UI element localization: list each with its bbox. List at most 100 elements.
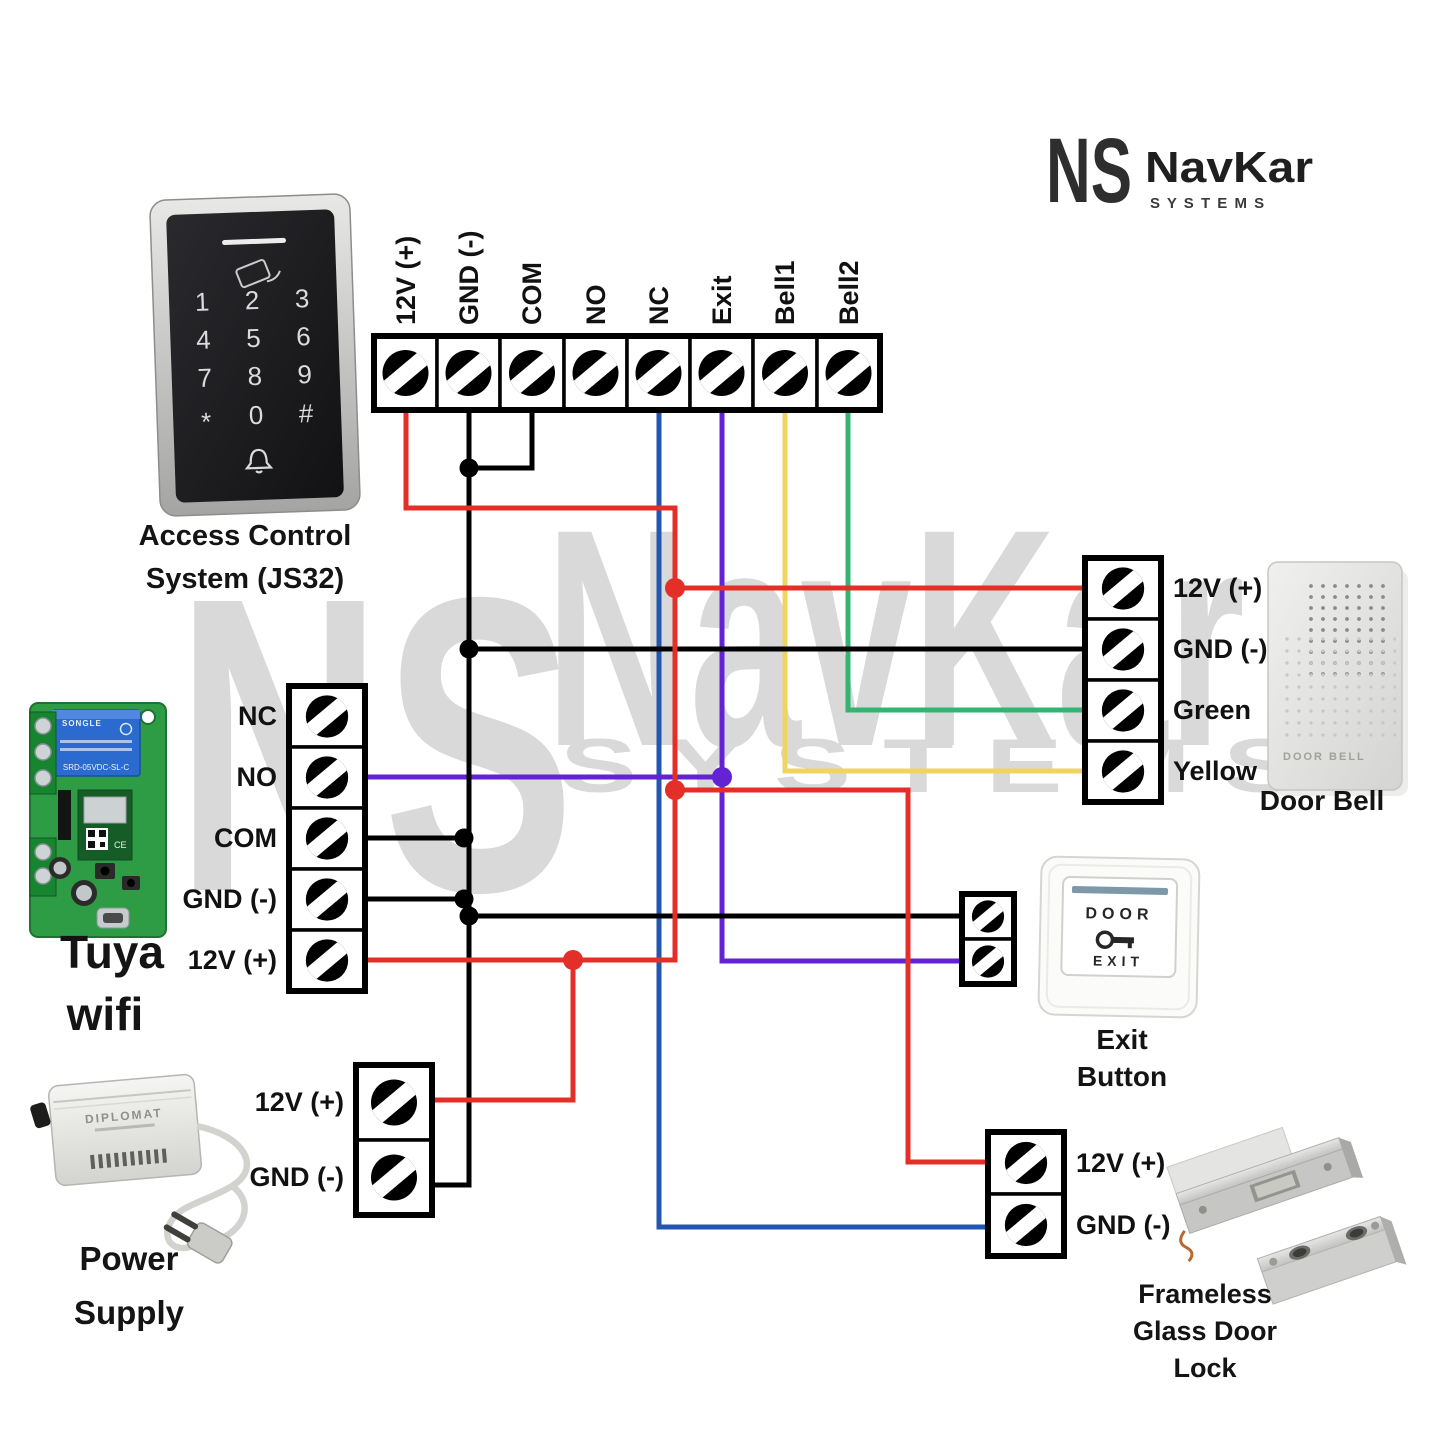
glass-lock-caption-3: Lock <box>1173 1353 1237 1383</box>
glass-lock-caption-2: Glass Door <box>1133 1316 1278 1346</box>
ul-mark-icon <box>119 722 133 736</box>
wire-black-com-jumper <box>469 410 535 471</box>
terminal-label: 12V (+) <box>255 1087 344 1117</box>
terminal-label: GND (-) <box>1076 1210 1170 1240</box>
psu-vents <box>90 1148 167 1170</box>
lock-strike-plate <box>1256 1215 1407 1305</box>
wire-green-bell2 <box>845 410 1085 713</box>
logo-systems: S Y S T E M S <box>1150 195 1266 212</box>
tuya-wifi-module-photo: SONGLE SRD-05VDC-SL-C CE <box>29 702 167 938</box>
keypad-key: 1 <box>194 287 210 317</box>
terminal-label: 12V (+) <box>1076 1148 1165 1178</box>
mounting-hole <box>140 709 156 725</box>
keypad-key: 8 <box>247 361 263 391</box>
keypad-key: 6 <box>296 321 312 351</box>
terminal-label: GND (-) <box>250 1162 344 1192</box>
junction-dot-purple <box>712 767 732 787</box>
terminal-label: GND (-) <box>454 231 484 325</box>
terminal-label: Exit <box>707 275 737 325</box>
keypad-key: * <box>201 407 212 437</box>
junction-dot-black <box>459 458 479 478</box>
terminal-label: GND (-) <box>183 884 277 914</box>
glass-door-lock-photo <box>1166 1126 1407 1305</box>
push-buttons <box>95 863 140 890</box>
door-bell-caption: Door Bell <box>1260 785 1384 816</box>
wire-purple-exit <box>719 410 962 964</box>
exit-button-photo: DOOR EXIT <box>1037 855 1201 1019</box>
lock-body <box>1166 1126 1364 1263</box>
terminal-label: COM <box>214 823 277 853</box>
keypad-key: 5 <box>246 323 262 353</box>
wifi-chip: CE <box>77 789 133 861</box>
relay-brand: SONGLE <box>62 719 102 728</box>
junction-dot-black <box>454 828 474 848</box>
logo-monogram: NS <box>1046 120 1132 222</box>
bell-key-icon <box>244 448 274 474</box>
tuya-caption-2: wifi <box>66 988 144 1040</box>
lock-terminal-block: 12V (+) GND (-) <box>985 1129 1170 1259</box>
exit-terminal-block <box>959 891 1017 987</box>
keypad-display-slot <box>222 237 287 245</box>
terminal-label: Green <box>1173 695 1251 725</box>
psu-brand-label: DIPLOMAT <box>84 1106 163 1127</box>
power-supply-photo: DIPLOMAT <box>30 1073 251 1264</box>
junction-dot-black <box>459 906 479 926</box>
junction-dot-red <box>665 780 685 800</box>
access-control-caption-2: System (JS32) <box>146 563 344 595</box>
psu-power-cord-loop <box>220 1183 248 1241</box>
keypad-key: 0 <box>248 400 264 430</box>
ce-mark: CE <box>114 840 127 850</box>
tuya-caption-1: Tuya <box>60 926 164 978</box>
terminal-label: NC <box>238 701 277 731</box>
terminal-label: GND (-) <box>1173 634 1267 664</box>
keypad-key: # <box>298 398 314 429</box>
terminal-label: NC <box>644 286 674 325</box>
keypad-keys: 1 2 3 4 5 6 7 8 9 * 0 # <box>194 283 314 437</box>
micro-usb-port <box>96 907 130 929</box>
wire-black-gnd-rail <box>432 410 472 1188</box>
terminal-label: Yellow <box>1173 756 1258 786</box>
exit-button-door-text: DOOR <box>1085 905 1153 923</box>
pin-header <box>58 790 71 840</box>
keypad-key: 2 <box>244 285 260 315</box>
lock-wires <box>1179 1229 1194 1263</box>
wire-yellow-bell1 <box>782 410 1085 774</box>
terminal-label: COM <box>517 262 547 325</box>
glass-lock-caption-1: Frameless <box>1138 1279 1272 1309</box>
keypad-key: 7 <box>197 363 213 393</box>
power-supply-caption-1: Power <box>79 1240 178 1277</box>
psu-plug <box>163 1211 233 1264</box>
door-bell-photo: DOOR BELL <box>1267 561 1408 796</box>
wires <box>365 410 1085 1230</box>
terminal-label: Bell1 <box>770 260 800 325</box>
keypad-key: 3 <box>294 283 310 313</box>
psu-dc-connector <box>30 1102 51 1129</box>
exit-button-exit-text: EXIT <box>1093 952 1144 969</box>
power-supply-caption-2: Supply <box>74 1294 185 1331</box>
doorbell-terminal-block: 12V (+) GND (-) Green Yellow <box>1082 555 1267 805</box>
wire-red-lock <box>675 787 988 1165</box>
capacitors <box>49 857 97 906</box>
speaker-grille-light <box>1278 634 1396 738</box>
logo-name: NavKar <box>1145 143 1313 192</box>
watermark-monogram: NS <box>175 511 575 980</box>
terminal-label: 12V (+) <box>188 945 277 975</box>
navkar-logo: NS NavKar S Y S T E M S <box>1046 120 1313 222</box>
junction-dot-red <box>563 950 583 970</box>
key-icon <box>1095 930 1134 949</box>
access-control-caption-1: Access Control <box>139 520 352 552</box>
terminal-label: NO <box>237 762 278 792</box>
terminal-label: 12V (+) <box>391 236 421 325</box>
main-terminal-block: 12V (+) GND (-) COM NO NC Exit Bell1 Bel… <box>371 231 883 413</box>
exit-button-caption-1: Exit <box>1096 1024 1147 1055</box>
terminal-label: NO <box>581 285 611 326</box>
card-swipe-icon <box>235 259 281 289</box>
wire-red-psu <box>432 960 576 1103</box>
access-control-keypad-photo: 1 2 3 4 5 6 7 8 9 * 0 # <box>149 193 361 517</box>
wire-blue-nc-lock <box>656 410 988 1230</box>
exit-button-indicator <box>1071 886 1168 895</box>
terminal-label: Bell2 <box>834 260 864 325</box>
junction-dot-black <box>459 639 479 659</box>
